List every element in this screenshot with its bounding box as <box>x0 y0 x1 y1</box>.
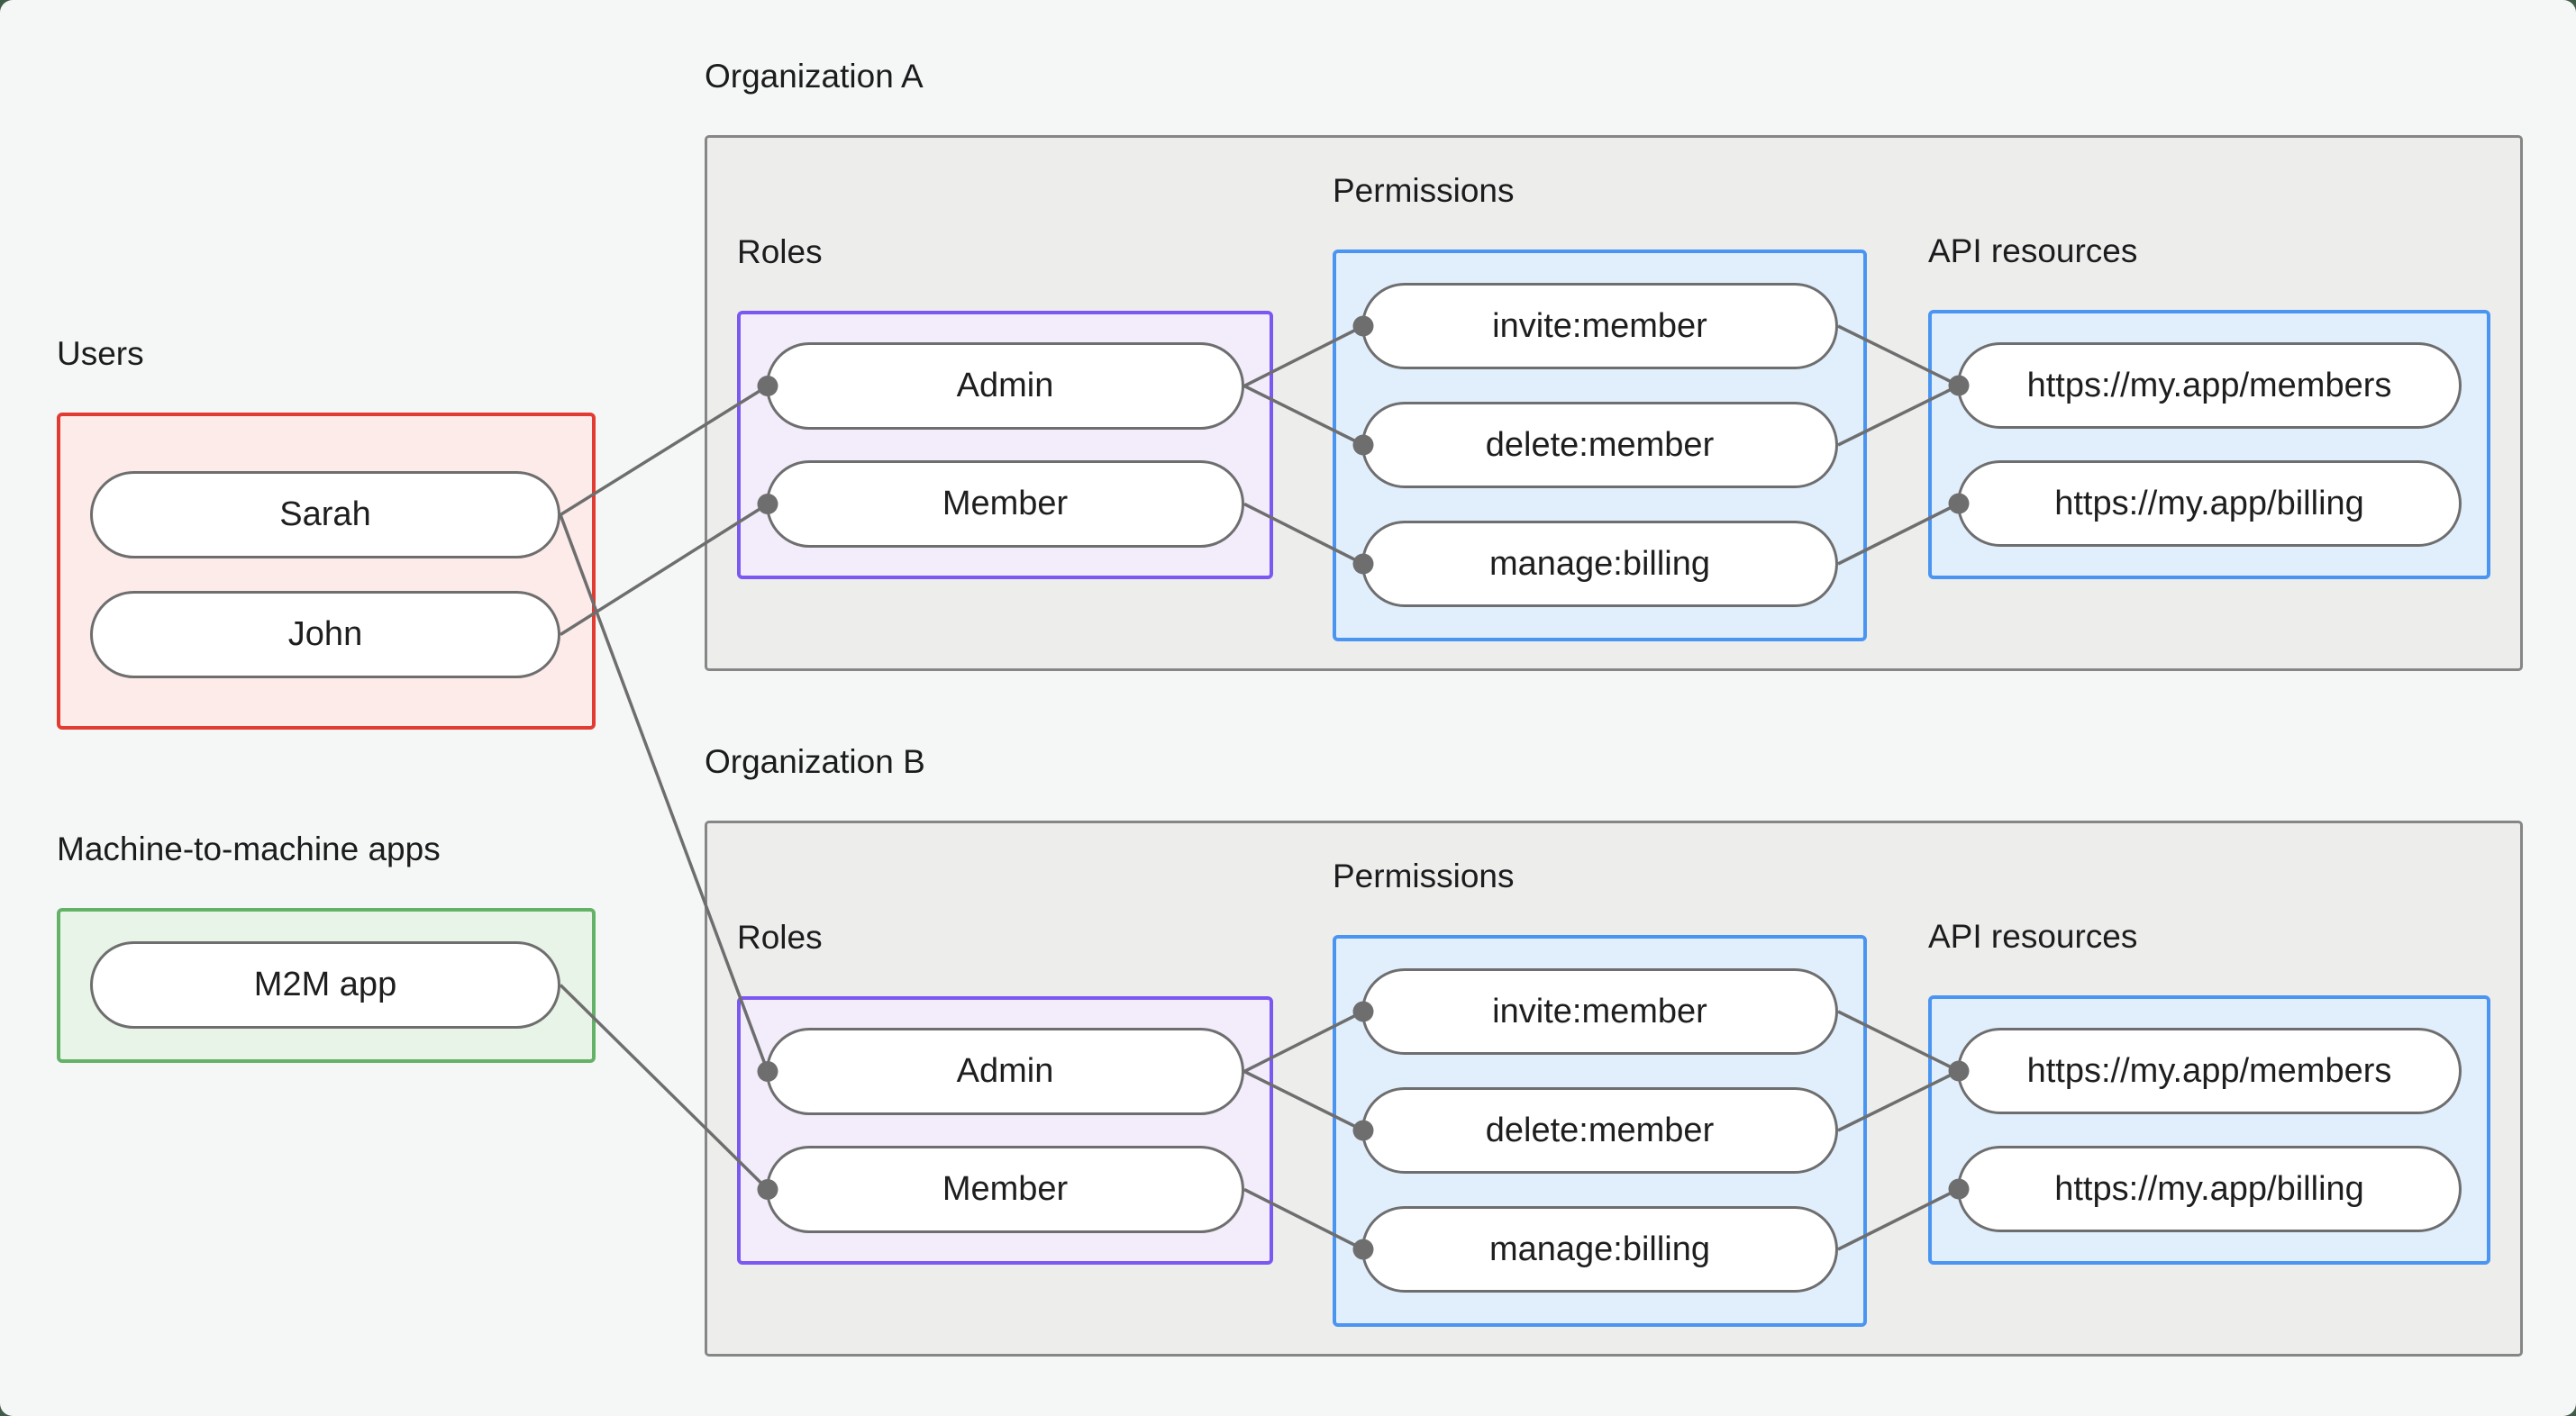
org-a-api-label: API resources <box>1928 232 2138 269</box>
org-b-permissions-label: Permissions <box>1333 858 1515 894</box>
user-pill-sarah: Sarah <box>90 471 560 558</box>
user-pill-john: John <box>90 591 560 678</box>
org-b-permission-pill-manage-billing: manage:billing <box>1361 1206 1838 1293</box>
org-a-permission-pill-delete-member: delete:member <box>1361 402 1838 488</box>
org-b-api-pill-billing: https://my.app/billing <box>1957 1146 2462 1232</box>
m2m-label: Machine-to-machine apps <box>57 831 441 867</box>
org-b-api-label: API resources <box>1928 918 2138 955</box>
org-a-role-pill-admin: Admin <box>766 342 1244 430</box>
org-b-permission-pill-invite-member: invite:member <box>1361 968 1838 1055</box>
users-label: Users <box>57 335 144 372</box>
org-b-permission-pill-delete-member: delete:member <box>1361 1087 1838 1174</box>
org-a-api-pill-billing: https://my.app/billing <box>1957 460 2462 547</box>
org-a-permission-pill-manage-billing: manage:billing <box>1361 521 1838 607</box>
org-b-role-pill-admin: Admin <box>766 1028 1244 1115</box>
users-box <box>57 413 596 730</box>
org-a-permissions-label: Permissions <box>1333 172 1515 209</box>
org-b-roles-label: Roles <box>737 919 823 956</box>
org-a-role-pill-member: Member <box>766 460 1244 548</box>
org-a-title: Organization A <box>705 58 924 95</box>
org-b-role-pill-member: Member <box>766 1146 1244 1233</box>
org-a-permission-pill-invite-member: invite:member <box>1361 283 1838 369</box>
org-a-roles-label: Roles <box>737 233 823 270</box>
org-b-api-pill-members: https://my.app/members <box>1957 1028 2462 1114</box>
org-a-api-pill-members: https://my.app/members <box>1957 342 2462 429</box>
m2m-app-pill: M2M app <box>90 941 560 1029</box>
org-b-title: Organization B <box>705 743 925 780</box>
